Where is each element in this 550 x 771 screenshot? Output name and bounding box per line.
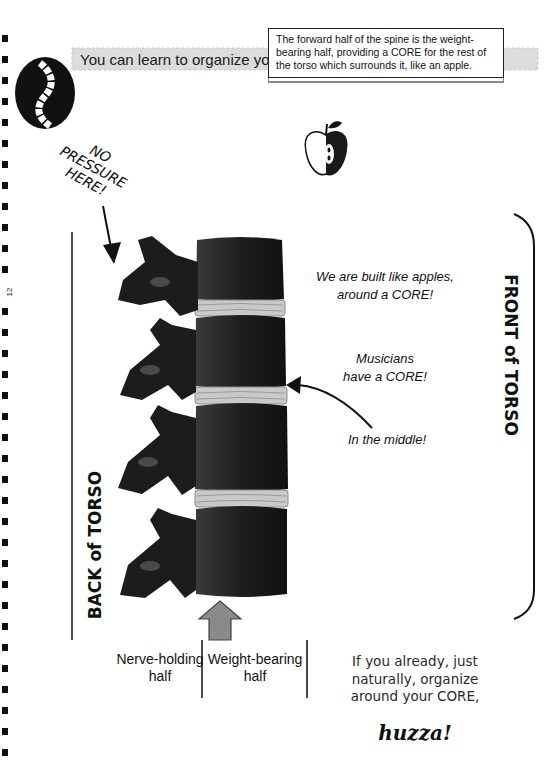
divider-line [306, 640, 308, 698]
half-label: Weight-bearing half [205, 651, 305, 685]
disc-line [197, 392, 285, 400]
vertebral-arch [118, 236, 198, 316]
margin-marks [2, 35, 8, 756]
vertebral-body [196, 506, 287, 597]
side-label: FRONT of TORSO [502, 274, 519, 436]
closing-exclamation: huzza! [378, 722, 452, 744]
spinal-disc [195, 300, 285, 316]
apple-outline [305, 132, 346, 175]
bone-highlight [140, 561, 160, 571]
vertebral-arch [120, 508, 196, 598]
caption-text: We are built like apples, around a CORE! [298, 268, 473, 303]
bone-highlight [138, 457, 158, 467]
disc-line [197, 304, 283, 312]
divider-line [201, 640, 203, 698]
box-text: The forward half of the spine is the wei… [276, 33, 496, 72]
vertebral-arch [120, 318, 196, 400]
half-label: Nerve-holding half [115, 651, 205, 685]
apple-seed [328, 156, 331, 161]
page-number: 12 [6, 288, 14, 297]
closing-note: If you already, just naturally, organize… [329, 653, 501, 706]
apple-stem [326, 124, 327, 135]
back-line [71, 232, 73, 640]
callout-text: In the middle! [348, 432, 426, 448]
vertebral-arch [118, 405, 196, 495]
pointer-head [286, 376, 301, 394]
pointer-head [103, 242, 121, 264]
disc-line [197, 495, 286, 503]
handwritten-note: NO PRESSURE HERE! [44, 127, 142, 208]
spine-icon [15, 57, 75, 129]
spine-icon-curve [39, 63, 51, 126]
apple-leaf [328, 121, 342, 128]
bone-highlight [150, 277, 170, 287]
vertebral-body [195, 403, 288, 492]
spinal-disc [195, 387, 287, 404]
spinal-disc [195, 490, 288, 507]
vertebral-body [196, 237, 284, 302]
vertebral-body [195, 315, 286, 389]
note-box: The forward half of the spine is the wei… [268, 28, 504, 78]
pointer-line [298, 385, 372, 428]
apple-seed [328, 148, 331, 153]
bone-highlight [140, 365, 160, 375]
apple-core [324, 144, 334, 164]
up-arrow [199, 601, 241, 640]
side-label: BACK of TORSO [87, 471, 104, 620]
pointer-line [103, 206, 111, 248]
caption-text: Musicians have a CORE! [342, 350, 429, 385]
